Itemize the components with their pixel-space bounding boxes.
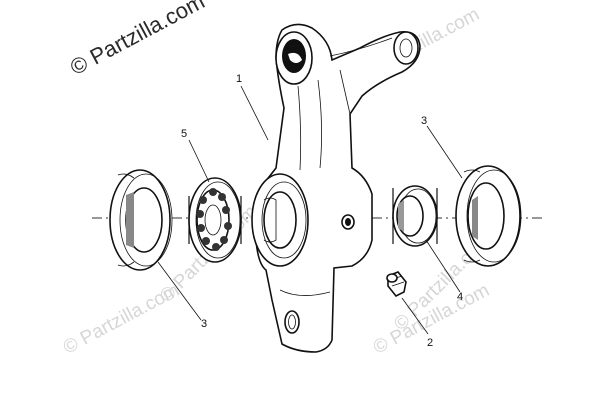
callout-5: 5: [181, 128, 187, 140]
seal-right: [455, 165, 522, 267]
grease-fitting: [386, 271, 407, 298]
leader-1: [240, 85, 269, 141]
steering-knuckle: [251, 23, 421, 353]
callout-1: 1: [236, 73, 242, 85]
seal-left: [109, 169, 173, 271]
leader-2: [401, 297, 429, 335]
callout-3-right: 3: [421, 115, 427, 127]
leader-lines: [157, 85, 463, 335]
leader-4: [425, 239, 461, 293]
leader-3-left: [157, 261, 202, 321]
leader-3-right: [426, 125, 463, 179]
bushing: [392, 185, 438, 247]
callout-4: 4: [457, 291, 463, 303]
leader-5: [188, 139, 210, 183]
callout-2: 2: [427, 337, 433, 349]
bearing: [188, 177, 242, 263]
callout-3-left: 3: [201, 318, 207, 330]
